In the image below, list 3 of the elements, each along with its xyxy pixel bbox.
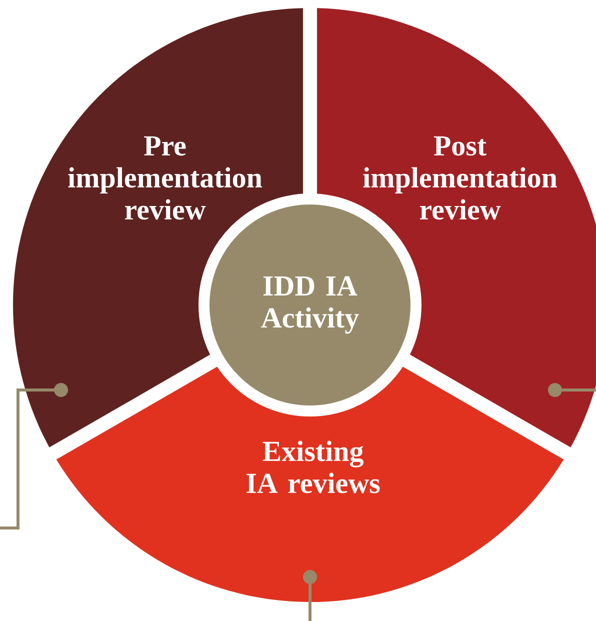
leader-line — [0, 383, 68, 530]
leader-line — [303, 570, 317, 621]
leader-line — [548, 383, 596, 397]
